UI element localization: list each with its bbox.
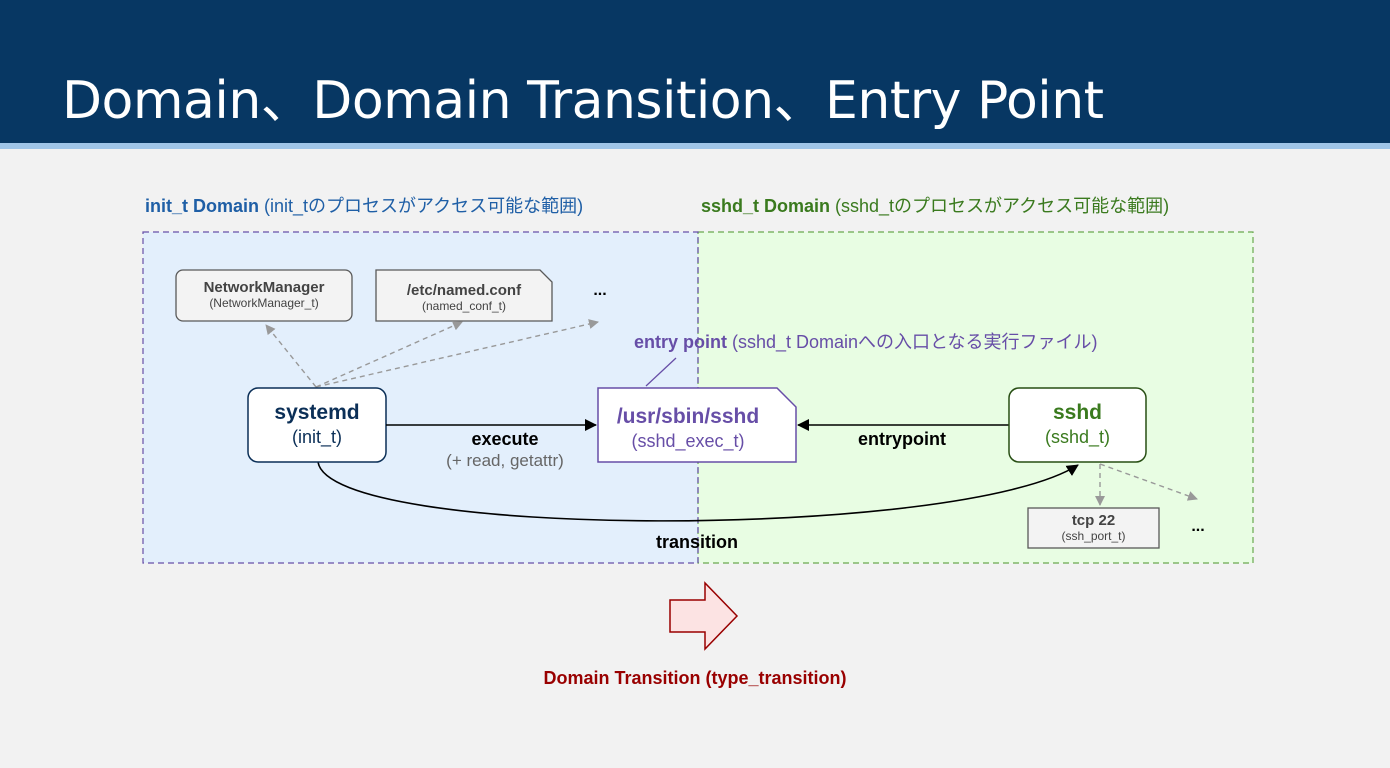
sshd-more-ellipsis: ... [1191, 518, 1205, 535]
named-conf-node: /etc/named.conf (named_conf_t) [376, 282, 552, 313]
execute-label: execute (+ read, getattr) [420, 429, 590, 471]
init-domain-label: init_t Domain (init_tのプロセスがアクセス可能な範囲) [145, 192, 583, 218]
sshd-type: (sshd_t) [1044, 427, 1111, 447]
tcp22-type: (ssh_port_t) [1061, 529, 1126, 543]
sshd-exec-node: /usr/sbin/sshd (sshd_exec_t) [598, 405, 778, 452]
arrow-to-sshd-more [1099, 463, 1198, 501]
entry-point-name: entry point [634, 332, 727, 352]
sshd-box [1008, 387, 1147, 463]
networkmanager-name: NetworkManager [203, 279, 325, 296]
named-conf-name: /etc/named.conf [406, 282, 522, 299]
tcp22-name: tcp 22 [1071, 512, 1116, 529]
domain-transition-label: Domain Transition (type_transition) [543, 668, 847, 688]
slide-title: Domain、Domain Transition、Entry Point [62, 71, 1104, 131]
systemd-node: systemd (init_t) [248, 401, 386, 448]
entry-point-pointer [645, 357, 677, 387]
transition-arrow [317, 461, 1079, 522]
sshd-domain-label: sshd_t Domain (sshd_tのプロセスがアクセス可能な範囲) [701, 192, 1169, 218]
networkmanager-node: NetworkManager (NetworkManager_t) [176, 279, 352, 310]
sshd-domain-region [697, 231, 1254, 564]
sshd-exec-doc [597, 387, 797, 463]
init-more-ellipsis: ... [593, 282, 607, 299]
execute-label-main: execute [471, 429, 539, 449]
transition-label: transition [655, 532, 738, 552]
arrow-to-init-more [315, 319, 599, 388]
sshd-name: sshd [1052, 401, 1102, 424]
init-domain-name: init_t Domain [145, 196, 260, 216]
arrow-to-networkmanager [265, 324, 317, 388]
sshd-exec-type: (sshd_exec_t) [631, 431, 745, 451]
networkmanager-box [175, 269, 353, 322]
sshd-domain-name: sshd_t Domain [701, 196, 831, 216]
networkmanager-type: (NetworkManager_t) [209, 296, 319, 310]
entry-point-desc: (sshd_t Domainへの入口となる実行ファイル) [727, 332, 1098, 352]
sshd-exec-name: /usr/sbin/sshd [616, 405, 760, 428]
entrypoint-label: entrypoint [858, 429, 946, 449]
sshd-domain-desc: (sshd_tのプロセスがアクセス可能な範囲) [830, 196, 1170, 216]
systemd-type: (init_t) [291, 427, 342, 447]
named-conf-doc [375, 269, 553, 322]
tcp22-box [1027, 507, 1160, 549]
slide-header [0, 0, 1390, 143]
init-domain-desc: (init_tのプロセスがアクセス可能な範囲) [259, 196, 584, 216]
tcp22-node: tcp 22 (ssh_port_t) [1028, 512, 1159, 543]
named-conf-type: (named_conf_t) [421, 299, 507, 313]
entry-point-note: entry point (sshd_t Domainへの入口となる実行ファイル) [634, 328, 1098, 354]
header-stripe [0, 143, 1390, 149]
systemd-name: systemd [274, 401, 360, 424]
execute-label-sub: (+ read, getattr) [446, 451, 564, 470]
sshd-node: sshd (sshd_t) [1009, 401, 1146, 448]
domain-transition-arrow-icon [669, 581, 739, 651]
